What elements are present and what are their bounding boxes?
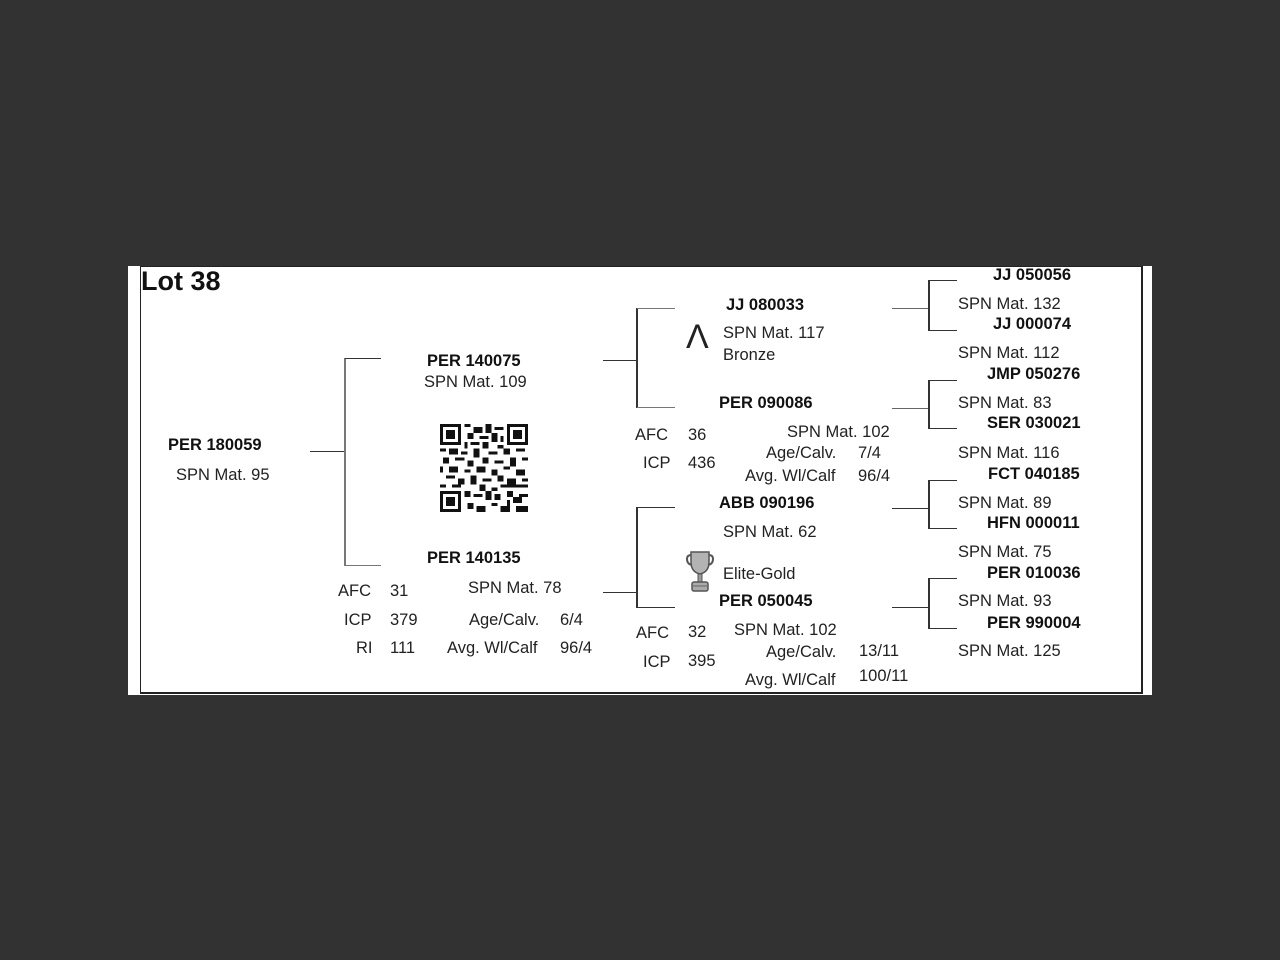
sire-dam-stat-value: 436 — [688, 454, 716, 472]
connector-line — [929, 480, 957, 481]
dam-dam-id: PER 050045 — [719, 592, 813, 610]
connector-line — [637, 607, 675, 608]
great-grandparent-id: JJ 000074 — [993, 315, 1071, 333]
dam-sire-award: Elite-Gold — [723, 565, 796, 583]
connector-line — [892, 607, 929, 608]
connector-line — [344, 358, 346, 566]
connector-line — [929, 330, 957, 331]
dam-stat-label: ICP — [344, 611, 372, 629]
sire-dam-spn: SPN Mat. 102 — [787, 423, 890, 441]
connector-line — [310, 451, 346, 452]
great-grandparent-id: FCT 040185 — [988, 465, 1080, 483]
great-grandparent-spn: SPN Mat. 93 — [958, 592, 1052, 610]
great-grandparent-spn: SPN Mat. 83 — [958, 394, 1052, 412]
subject-id: PER 180059 — [168, 436, 262, 454]
sire-sire-id: JJ 080033 — [726, 296, 804, 314]
great-grandparent-spn: SPN Mat. 125 — [958, 642, 1061, 660]
connector-line — [603, 592, 638, 593]
qr-code-icon — [440, 424, 528, 512]
connector-line — [929, 528, 957, 529]
lambda-icon: Λ — [686, 318, 709, 356]
dam-avg-wl-label: Avg. Wl/Calf — [447, 639, 538, 657]
great-grandparent-spn: SPN Mat. 112 — [958, 344, 1060, 362]
dam-age-calv-label: Age/Calv. — [469, 611, 540, 629]
great-grandparent-spn: SPN Mat. 132 — [958, 295, 1061, 313]
frame-border-left — [140, 266, 141, 693]
great-grandparent-id: SER 030021 — [987, 414, 1081, 432]
connector-line — [637, 507, 675, 508]
great-grandparent-id: JMP 050276 — [987, 365, 1081, 383]
great-grandparent-id: JJ 050056 — [993, 266, 1071, 284]
sire-dam-avg-wl-value: 96/4 — [858, 467, 891, 485]
connector-line — [928, 578, 930, 629]
sire-dam-age-calv-label: Age/Calv. — [766, 444, 837, 462]
connector-line — [892, 408, 929, 409]
dam-dam-age-calv-value: 13/11 — [859, 642, 900, 660]
dam-avg-wl-value: 96/4 — [560, 639, 593, 657]
connector-line — [929, 280, 957, 281]
subject-spn: SPN Mat. 95 — [176, 466, 270, 484]
dam-sire-id: ABB 090196 — [719, 494, 815, 512]
dam-spn: SPN Mat. 78 — [468, 579, 562, 597]
dam-stat-label: RI — [356, 639, 373, 657]
dam-stat-value: 31 — [390, 582, 409, 600]
sire-sire-award: Bronze — [723, 346, 776, 364]
great-grandparent-spn: SPN Mat. 75 — [958, 543, 1052, 561]
connector-line — [636, 507, 638, 608]
sire-dam-stat-value: 36 — [688, 426, 707, 444]
connector-line — [637, 308, 675, 309]
sire-dam-age-calv-value: 7/4 — [858, 444, 881, 462]
sire-dam-stat-label: ICP — [643, 454, 671, 472]
dam-dam-stat-label: AFC — [636, 624, 669, 642]
connector-line — [636, 308, 638, 408]
frame-border-bottom — [140, 692, 1143, 694]
connector-line — [892, 308, 929, 309]
great-grandparent-id: PER 990004 — [987, 614, 1081, 632]
connector-line — [929, 578, 957, 579]
dam-sire-spn: SPN Mat. 62 — [723, 523, 817, 541]
sire-sire-spn: SPN Mat. 117 — [723, 324, 825, 342]
sire-id: PER 140075 — [427, 352, 521, 370]
dam-stat-label: AFC — [338, 582, 371, 600]
dam-dam-stat-label: ICP — [643, 653, 671, 671]
dam-age-calv-value: 6/4 — [560, 611, 583, 629]
pedigree-page — [128, 266, 1152, 695]
connector-line — [929, 380, 957, 381]
great-grandparent-id: PER 010036 — [987, 564, 1081, 582]
sire-dam-stat-label: AFC — [635, 426, 668, 444]
connector-line — [929, 628, 957, 629]
connector-line — [603, 360, 638, 361]
connector-line — [929, 428, 957, 429]
lot-title: Lot 38 — [141, 266, 221, 296]
dam-dam-spn: SPN Mat. 102 — [734, 621, 837, 639]
sire-dam-avg-wl-label: Avg. Wl/Calf — [745, 467, 836, 485]
great-grandparent-spn: SPN Mat. 89 — [958, 494, 1052, 512]
connector-line — [928, 480, 930, 529]
dam-dam-avg-wl-value: 100/11 — [859, 667, 909, 685]
trophy-icon — [686, 551, 714, 592]
dam-id: PER 140135 — [427, 549, 521, 567]
dam-stat-value: 379 — [390, 611, 418, 629]
sire-dam-id: PER 090086 — [719, 394, 813, 412]
connector-line — [928, 280, 930, 331]
connector-line — [345, 565, 381, 566]
connector-line — [637, 407, 675, 408]
frame-border-right — [1141, 266, 1143, 693]
dam-stat-value: 111 — [390, 639, 416, 657]
connector-line — [928, 380, 930, 429]
connector-line — [345, 358, 381, 359]
dam-dam-stat-value: 395 — [688, 652, 716, 670]
dam-dam-avg-wl-label: Avg. Wl/Calf — [745, 671, 836, 689]
sire-spn: SPN Mat. 109 — [424, 373, 527, 391]
dam-dam-age-calv-label: Age/Calv. — [766, 643, 837, 661]
connector-line — [892, 508, 929, 509]
frame-border-top — [140, 266, 1143, 267]
dam-dam-stat-value: 32 — [688, 623, 707, 641]
great-grandparent-spn: SPN Mat. 116 — [958, 444, 1060, 462]
great-grandparent-id: HFN 000011 — [987, 514, 1080, 532]
